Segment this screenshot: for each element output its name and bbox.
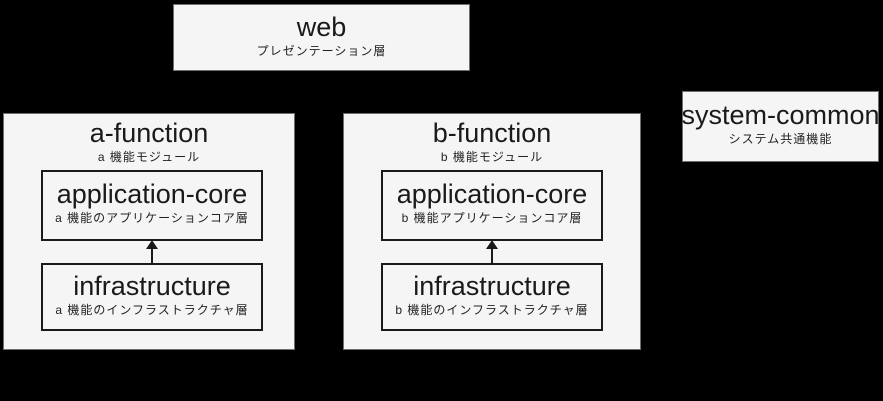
node-a-infrastructure: infrastructure a 機能のインフラストラクチャ層	[41, 263, 263, 331]
arrow-head	[486, 240, 498, 249]
node-system-common-subtitle: システム共通機能	[728, 132, 833, 147]
arrow-line	[491, 246, 493, 263]
node-a-application-core-title: application-core	[56, 179, 248, 209]
node-system-common: system-common システム共通機能	[681, 91, 880, 162]
node-b-function-title: b-function	[432, 118, 552, 148]
node-b-function-subtitle: b 機能モジュール	[440, 150, 544, 165]
node-a-function-title: a-function	[89, 118, 209, 148]
node-web-title: web	[296, 12, 347, 42]
node-a-infrastructure-subtitle: a 機能のインフラストラクチャ層	[55, 303, 249, 318]
node-b-application-core: application-core b 機能アプリケーションコア層	[381, 170, 603, 241]
node-web-subtitle: プレゼンテーション層	[256, 44, 387, 59]
node-b-application-core-subtitle: b 機能アプリケーションコア層	[401, 211, 583, 226]
node-a-application-core: application-core a 機能のアプリケーションコア層	[41, 170, 263, 241]
node-system-common-title: system-common	[681, 100, 880, 130]
arrow-head	[146, 240, 158, 249]
node-a-function-subtitle: a 機能モジュール	[97, 150, 201, 165]
node-b-infrastructure-subtitle: b 機能のインフラストラクチャ層	[395, 303, 589, 318]
node-b-function: b-function b 機能モジュール application-core b …	[343, 113, 641, 350]
arrow-line	[151, 246, 153, 263]
node-web: web プレゼンテーション層	[173, 4, 470, 71]
node-b-infrastructure: infrastructure b 機能のインフラストラクチャ層	[381, 263, 603, 331]
node-a-infrastructure-title: infrastructure	[73, 271, 231, 301]
node-b-application-core-title: application-core	[396, 179, 588, 209]
node-b-infrastructure-title: infrastructure	[413, 271, 571, 301]
node-a-application-core-subtitle: a 機能のアプリケーションコア層	[55, 211, 249, 226]
node-a-function: a-function a 機能モジュール application-core a …	[3, 113, 295, 350]
